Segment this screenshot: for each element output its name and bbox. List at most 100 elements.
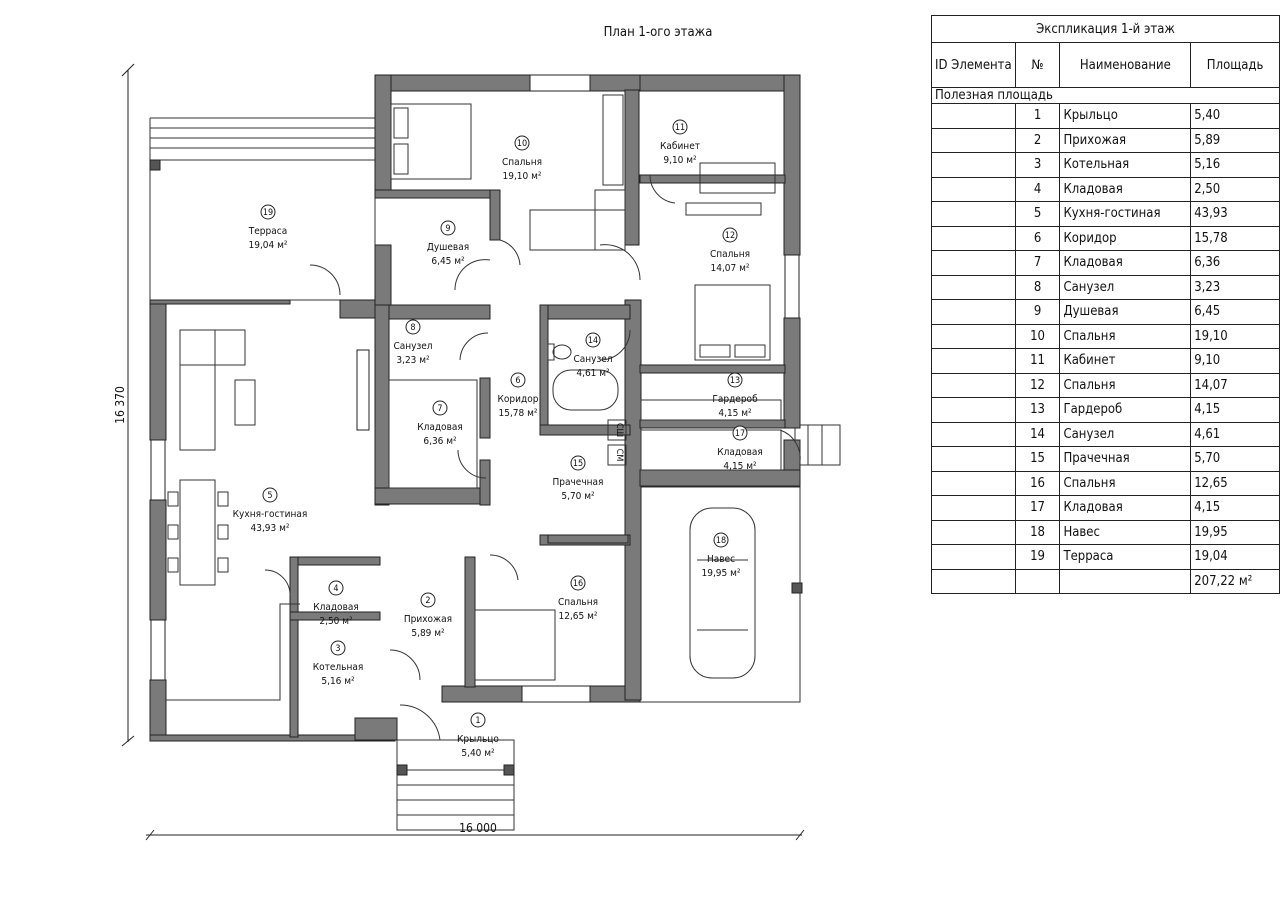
header-id: ID Элемента bbox=[931, 42, 1016, 88]
cell-id bbox=[931, 103, 1016, 129]
room-number: 10 bbox=[517, 139, 527, 149]
cell-name: Спальня bbox=[1059, 323, 1192, 349]
cell-id bbox=[931, 323, 1016, 349]
cell-name: Гардероб bbox=[1059, 397, 1192, 423]
room-area: 4,15 м² bbox=[723, 461, 757, 472]
total-empty-2 bbox=[1014, 568, 1061, 594]
room-area: 5,40 м² bbox=[461, 748, 495, 759]
cell-name: Терраса bbox=[1059, 544, 1192, 570]
room-area: 15,78 м² bbox=[499, 408, 538, 419]
room-name: Санузел bbox=[393, 341, 432, 352]
room-name: Кладовая bbox=[717, 447, 763, 458]
cell-id bbox=[931, 446, 1016, 472]
room-name: Санузел bbox=[573, 354, 612, 365]
room-name: Крыльцо bbox=[457, 734, 499, 745]
cell-no: 9 bbox=[1014, 299, 1061, 325]
room-name: Терраса bbox=[248, 226, 287, 237]
room-number: 3 bbox=[335, 644, 340, 654]
cell-name: Крыльцо bbox=[1059, 103, 1192, 129]
room-name: Навес bbox=[707, 554, 735, 565]
cell-no: 19 bbox=[1014, 544, 1061, 570]
cell-no: 10 bbox=[1014, 323, 1061, 349]
room-name: Коридор bbox=[498, 394, 539, 405]
room-number: 7 bbox=[437, 404, 442, 414]
cell-id bbox=[931, 201, 1016, 227]
cell-area: 5,40 bbox=[1190, 103, 1280, 129]
room-number: 13 bbox=[730, 376, 740, 386]
room-number: 8 bbox=[410, 323, 415, 333]
room-name: Спальня bbox=[710, 249, 750, 260]
cell-area: 5,89 bbox=[1190, 127, 1280, 153]
cell-no: 14 bbox=[1014, 421, 1061, 447]
room-area: 6,36 м² bbox=[423, 436, 457, 447]
cell-no: 16 bbox=[1014, 470, 1061, 496]
room-number-circle bbox=[570, 455, 586, 471]
cell-no: 6 bbox=[1014, 225, 1061, 251]
cell-name: Кухня-гостиная bbox=[1059, 201, 1192, 227]
room-number: 6 bbox=[515, 376, 520, 386]
room-number: 11 bbox=[675, 123, 685, 133]
room-number-circle bbox=[440, 220, 456, 236]
dryer-label: СШ bbox=[614, 423, 624, 437]
explication-title: Экспликация 1-й этаж bbox=[931, 15, 1280, 43]
cell-id bbox=[931, 250, 1016, 276]
cell-area: 19,95 bbox=[1190, 519, 1280, 545]
room-area: 4,61 м² bbox=[576, 368, 610, 379]
furniture bbox=[166, 94, 782, 701]
cell-no: 3 bbox=[1014, 152, 1061, 178]
room-name: Прачечная bbox=[553, 477, 604, 488]
cell-id bbox=[931, 397, 1016, 423]
cell-area: 4,15 bbox=[1190, 495, 1280, 521]
room-number-circle bbox=[328, 580, 344, 596]
room-number: 9 bbox=[445, 224, 450, 234]
cell-area: 4,15 bbox=[1190, 397, 1280, 423]
room-number-circle bbox=[727, 372, 743, 388]
cell-id bbox=[931, 421, 1016, 447]
cell-name: Санузел bbox=[1059, 421, 1192, 447]
cell-area: 19,10 bbox=[1190, 323, 1280, 349]
room-area: 19,04 м² bbox=[249, 240, 288, 251]
cell-name: Навес bbox=[1059, 519, 1192, 545]
cell-no: 17 bbox=[1014, 495, 1061, 521]
cell-area: 4,61 bbox=[1190, 421, 1280, 447]
room-area: 5,89 м² bbox=[411, 628, 445, 639]
dimension-width: 16 000 bbox=[459, 821, 497, 835]
room-number: 19 bbox=[263, 208, 273, 218]
room-number: 12 bbox=[725, 231, 735, 241]
cell-area: 2,50 bbox=[1190, 176, 1280, 202]
total-empty-3 bbox=[1059, 568, 1192, 594]
room-number-circle bbox=[262, 487, 278, 503]
cell-area: 6,36 bbox=[1190, 250, 1280, 276]
cell-name: Душевая bbox=[1059, 299, 1192, 325]
cell-name: Коридор bbox=[1059, 225, 1192, 251]
cell-area: 43,93 bbox=[1190, 201, 1280, 227]
room-number: 14 bbox=[588, 336, 598, 346]
cell-id bbox=[931, 495, 1016, 521]
cell-name: Котельная bbox=[1059, 152, 1192, 178]
cell-id bbox=[931, 152, 1016, 178]
cell-id bbox=[931, 299, 1016, 325]
room-area: 19,95 м² bbox=[702, 568, 741, 579]
room-number-circle bbox=[470, 712, 486, 728]
cell-name: Санузел bbox=[1059, 274, 1192, 300]
cell-no: 11 bbox=[1014, 348, 1061, 374]
room-area: 5,16 м² bbox=[321, 676, 355, 687]
cell-id bbox=[931, 544, 1016, 570]
explication-table: Экспликация 1-й этаж ID Элемента № Наиме… bbox=[931, 15, 1280, 594]
room-area: 12,65 м² bbox=[559, 611, 598, 622]
room-number-circle bbox=[405, 319, 421, 335]
cell-name: Прачечная bbox=[1059, 446, 1192, 472]
cell-no: 2 bbox=[1014, 127, 1061, 153]
room-area: 5,70 м² bbox=[561, 491, 595, 502]
